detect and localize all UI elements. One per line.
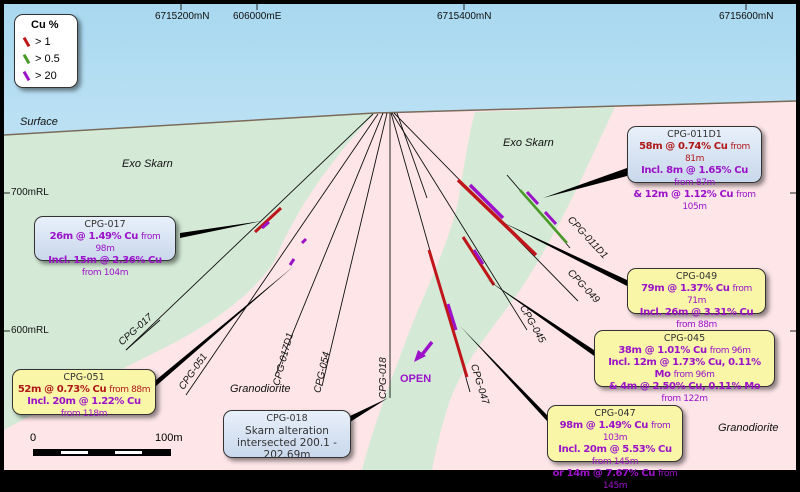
callout-cpg-018: CPG-018 Skarn alteration intersected 200…	[223, 410, 351, 461]
leader-cpg-018	[350, 398, 388, 422]
intercept-line: Incl. 26m @ 3.31% Cu from 88m	[639, 307, 754, 330]
granodiorite-wedge	[200, 113, 380, 340]
legend-item: > 1	[22, 36, 51, 48]
coord-label: 6715400mN	[437, 11, 492, 22]
intercept-cpg-011d1-purple-2	[543, 210, 558, 226]
granodiorite-label: Granodiorite	[230, 383, 291, 395]
intercept-line: 98m @ 1.49% Cu from 103m	[559, 420, 671, 443]
surface-line	[3, 100, 797, 136]
drillhole-trace-short	[396, 112, 428, 199]
coord-label: 6715200mN	[155, 11, 210, 22]
intercept-cpg-017-purple	[261, 220, 270, 230]
callout-cpg-051: CPG-051 52m @ 0.73% Cu from 88m Incl. 20…	[12, 369, 156, 419]
open-label: OPEN	[400, 373, 432, 385]
intercept-line: & 12m @ 1.12% Cu from 105m	[633, 189, 756, 212]
intercept-line: 58m @ 0.74% Cu from 81m	[639, 141, 750, 164]
drillhole-trace-cpg-051	[185, 113, 379, 396]
intercept-cpg-017d1-purple	[300, 237, 308, 245]
intercept-cpg-047-purple	[446, 303, 458, 331]
leader-cpg-045	[486, 279, 597, 358]
coord-label: 606000mE	[233, 11, 282, 22]
section-drawing	[3, 4, 797, 470]
intercept-line: Incl. 8m @ 1.65% Cu from 87m	[641, 165, 748, 188]
callout-cpg-011d1: CPG-011D1 58m @ 0.74% Cu from 81m Incl. …	[627, 126, 762, 212]
intercept-line: Incl. 20m @ 5.53% Cu from 145m	[558, 444, 672, 467]
surface-label: Surface	[20, 116, 58, 128]
scale-end-label: 100m	[155, 432, 183, 444]
intercept-line: Incl. 12m @ 1.73% Cu, 0.11% Mo from 96m	[608, 357, 761, 380]
drillhole-trace-cpg-017	[125, 113, 374, 351]
intercept-cpg-047-red	[427, 249, 469, 378]
intercept-line: Incl. 20m @ 1.22% Cu from 118m	[27, 396, 141, 419]
intercept-line: 38m @ 1.01% Cu from 96m	[618, 345, 751, 356]
intercept-line: Incl. 15m @ 2.36% Cu from 104m	[48, 255, 162, 278]
legend: Cu % > 1 > 0.5 > 20	[14, 14, 78, 88]
callout-cpg-017: CPG-017 26m @ 1.49% Cu from 98m Incl. 15…	[34, 216, 176, 278]
intercept-cpg-049-red	[456, 178, 538, 257]
intercept-line: 79m @ 1.37% Cu from 71m	[641, 283, 752, 306]
intercept-cpg-051-purple	[288, 258, 296, 266]
intercept-cpg-011d1-green	[519, 189, 568, 244]
open-arrow-icon	[414, 340, 434, 362]
intercept-line: 52m @ 0.73% Cu from 88m	[17, 384, 151, 395]
drillhole-trace-cpg-045	[391, 112, 528, 331]
intercept-cpg-017-red	[253, 206, 283, 234]
green-swatch-icon	[22, 54, 31, 65]
purple-swatch-icon	[22, 71, 31, 82]
cross-section-figure: Cu % > 1 > 0.5 > 20 6715200mN 606000mE 6…	[3, 4, 797, 491]
hole-label-cpg-018: CPG-018	[378, 357, 389, 399]
intercept-line: 26m @ 1.49% Cu from 98m	[49, 231, 161, 254]
intercept-line: or 14m @ 7.67% Cu from 145m	[552, 468, 678, 491]
intercept-cpg-049-purple	[468, 183, 505, 220]
exo-skarn-middle-zone	[362, 107, 615, 470]
legend-title: Cu %	[31, 19, 59, 31]
leader-cpg-051	[156, 266, 294, 386]
intercept-line: & 4m @ 2.50% Cu, 0.11% Mo from 122m	[608, 381, 761, 404]
callout-cpg-049: CPG-049 79m @ 1.37% Cu from 71m Incl. 26…	[627, 268, 766, 330]
leader-cpg-047	[460, 326, 547, 421]
rl-label: 600mRL	[11, 325, 49, 336]
exo-skarn-left-zone	[4, 113, 375, 430]
callout-cpg-045: CPG-045 38m @ 1.01% Cu from 96m Incl. 12…	[594, 330, 775, 404]
exo-skarn-label: Exo Skarn	[122, 158, 173, 170]
drillhole-trace-cpg-054	[321, 112, 388, 387]
leader-cpg-017	[180, 221, 262, 238]
intercept-cpg-011d1-purple-1	[525, 190, 540, 206]
label-underline	[125, 319, 161, 351]
red-swatch-icon	[22, 37, 31, 48]
intercept-cpg-045-purple	[472, 249, 485, 265]
legend-item: > 20	[22, 70, 57, 82]
granodiorite-label: Granodiorite	[718, 422, 779, 434]
exo-skarn-label: Exo Skarn	[503, 137, 554, 149]
legend-item: > 0.5	[22, 53, 60, 65]
callout-cpg-047: CPG-047 98m @ 1.49% Cu from 103m Incl. 2…	[547, 405, 683, 491]
leader-cpg-049	[502, 222, 627, 286]
drillhole-trace-cpg-017d1	[275, 112, 384, 375]
intercept-cpg-045-red	[461, 236, 496, 286]
rl-label: 700mRL	[11, 187, 49, 198]
leader-cpg-011d1	[543, 168, 627, 198]
scale-bar	[33, 449, 171, 456]
scale-start-label: 0	[30, 432, 37, 444]
coord-label: 6715600mN	[719, 11, 774, 22]
